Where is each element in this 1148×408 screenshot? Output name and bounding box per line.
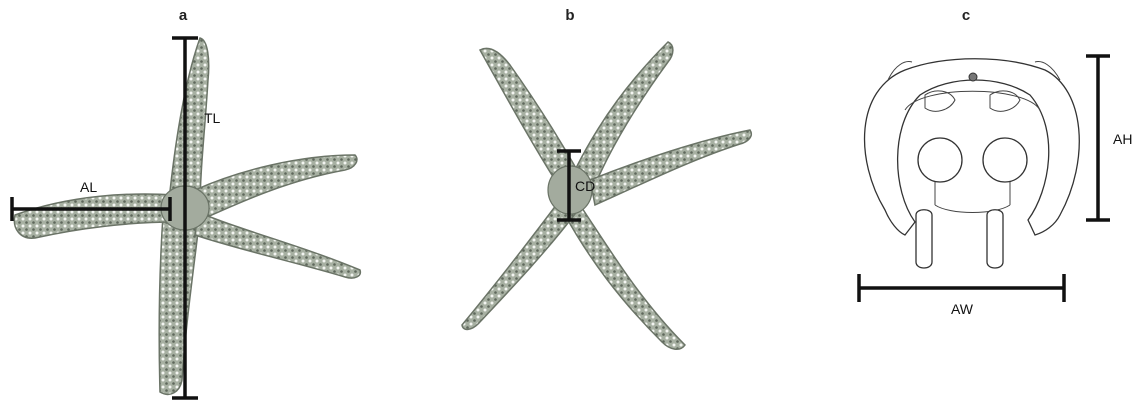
aw-label: AW [951,301,974,317]
starfish-b-arm-lower-right [565,205,685,349]
starfish-a-arm-bottom [159,215,200,394]
panel-a-letter: a [179,7,188,24]
cross-section-tube-foot-right [987,210,1003,268]
starfish-b-arm-upper-left [480,48,580,180]
cross-section-ampulla-right [983,138,1027,182]
starfish-a-arm-left [14,194,175,238]
cross-section-canals [935,182,1010,205]
tl-label: TL [204,110,221,126]
cross-section-ampulla-left [918,138,962,182]
starfish-b [462,42,751,349]
ah-label: AH [1113,131,1132,147]
arm-cross-section [865,59,1080,268]
cross-section-outer-wall [865,59,1080,235]
panel-c-letter: c [962,7,970,24]
starfish-a-arm-lower-right [195,212,360,278]
ah-measure-bar [1086,56,1110,220]
panel-c: c AH [859,7,1132,317]
panel-a: a TL AL [12,7,360,398]
cross-section-tube-foot-left [916,210,932,268]
panel-b: b CD [462,7,751,349]
cd-label: CD [575,178,595,194]
al-label: AL [80,179,97,195]
aw-measure-bar [859,274,1064,302]
cross-section-madreporite [969,73,977,81]
panel-b-letter: b [565,7,574,24]
starfish-a-arm-top [168,38,209,210]
starfish-a [14,38,360,394]
starfish-a-arm-upper-right [195,155,357,218]
